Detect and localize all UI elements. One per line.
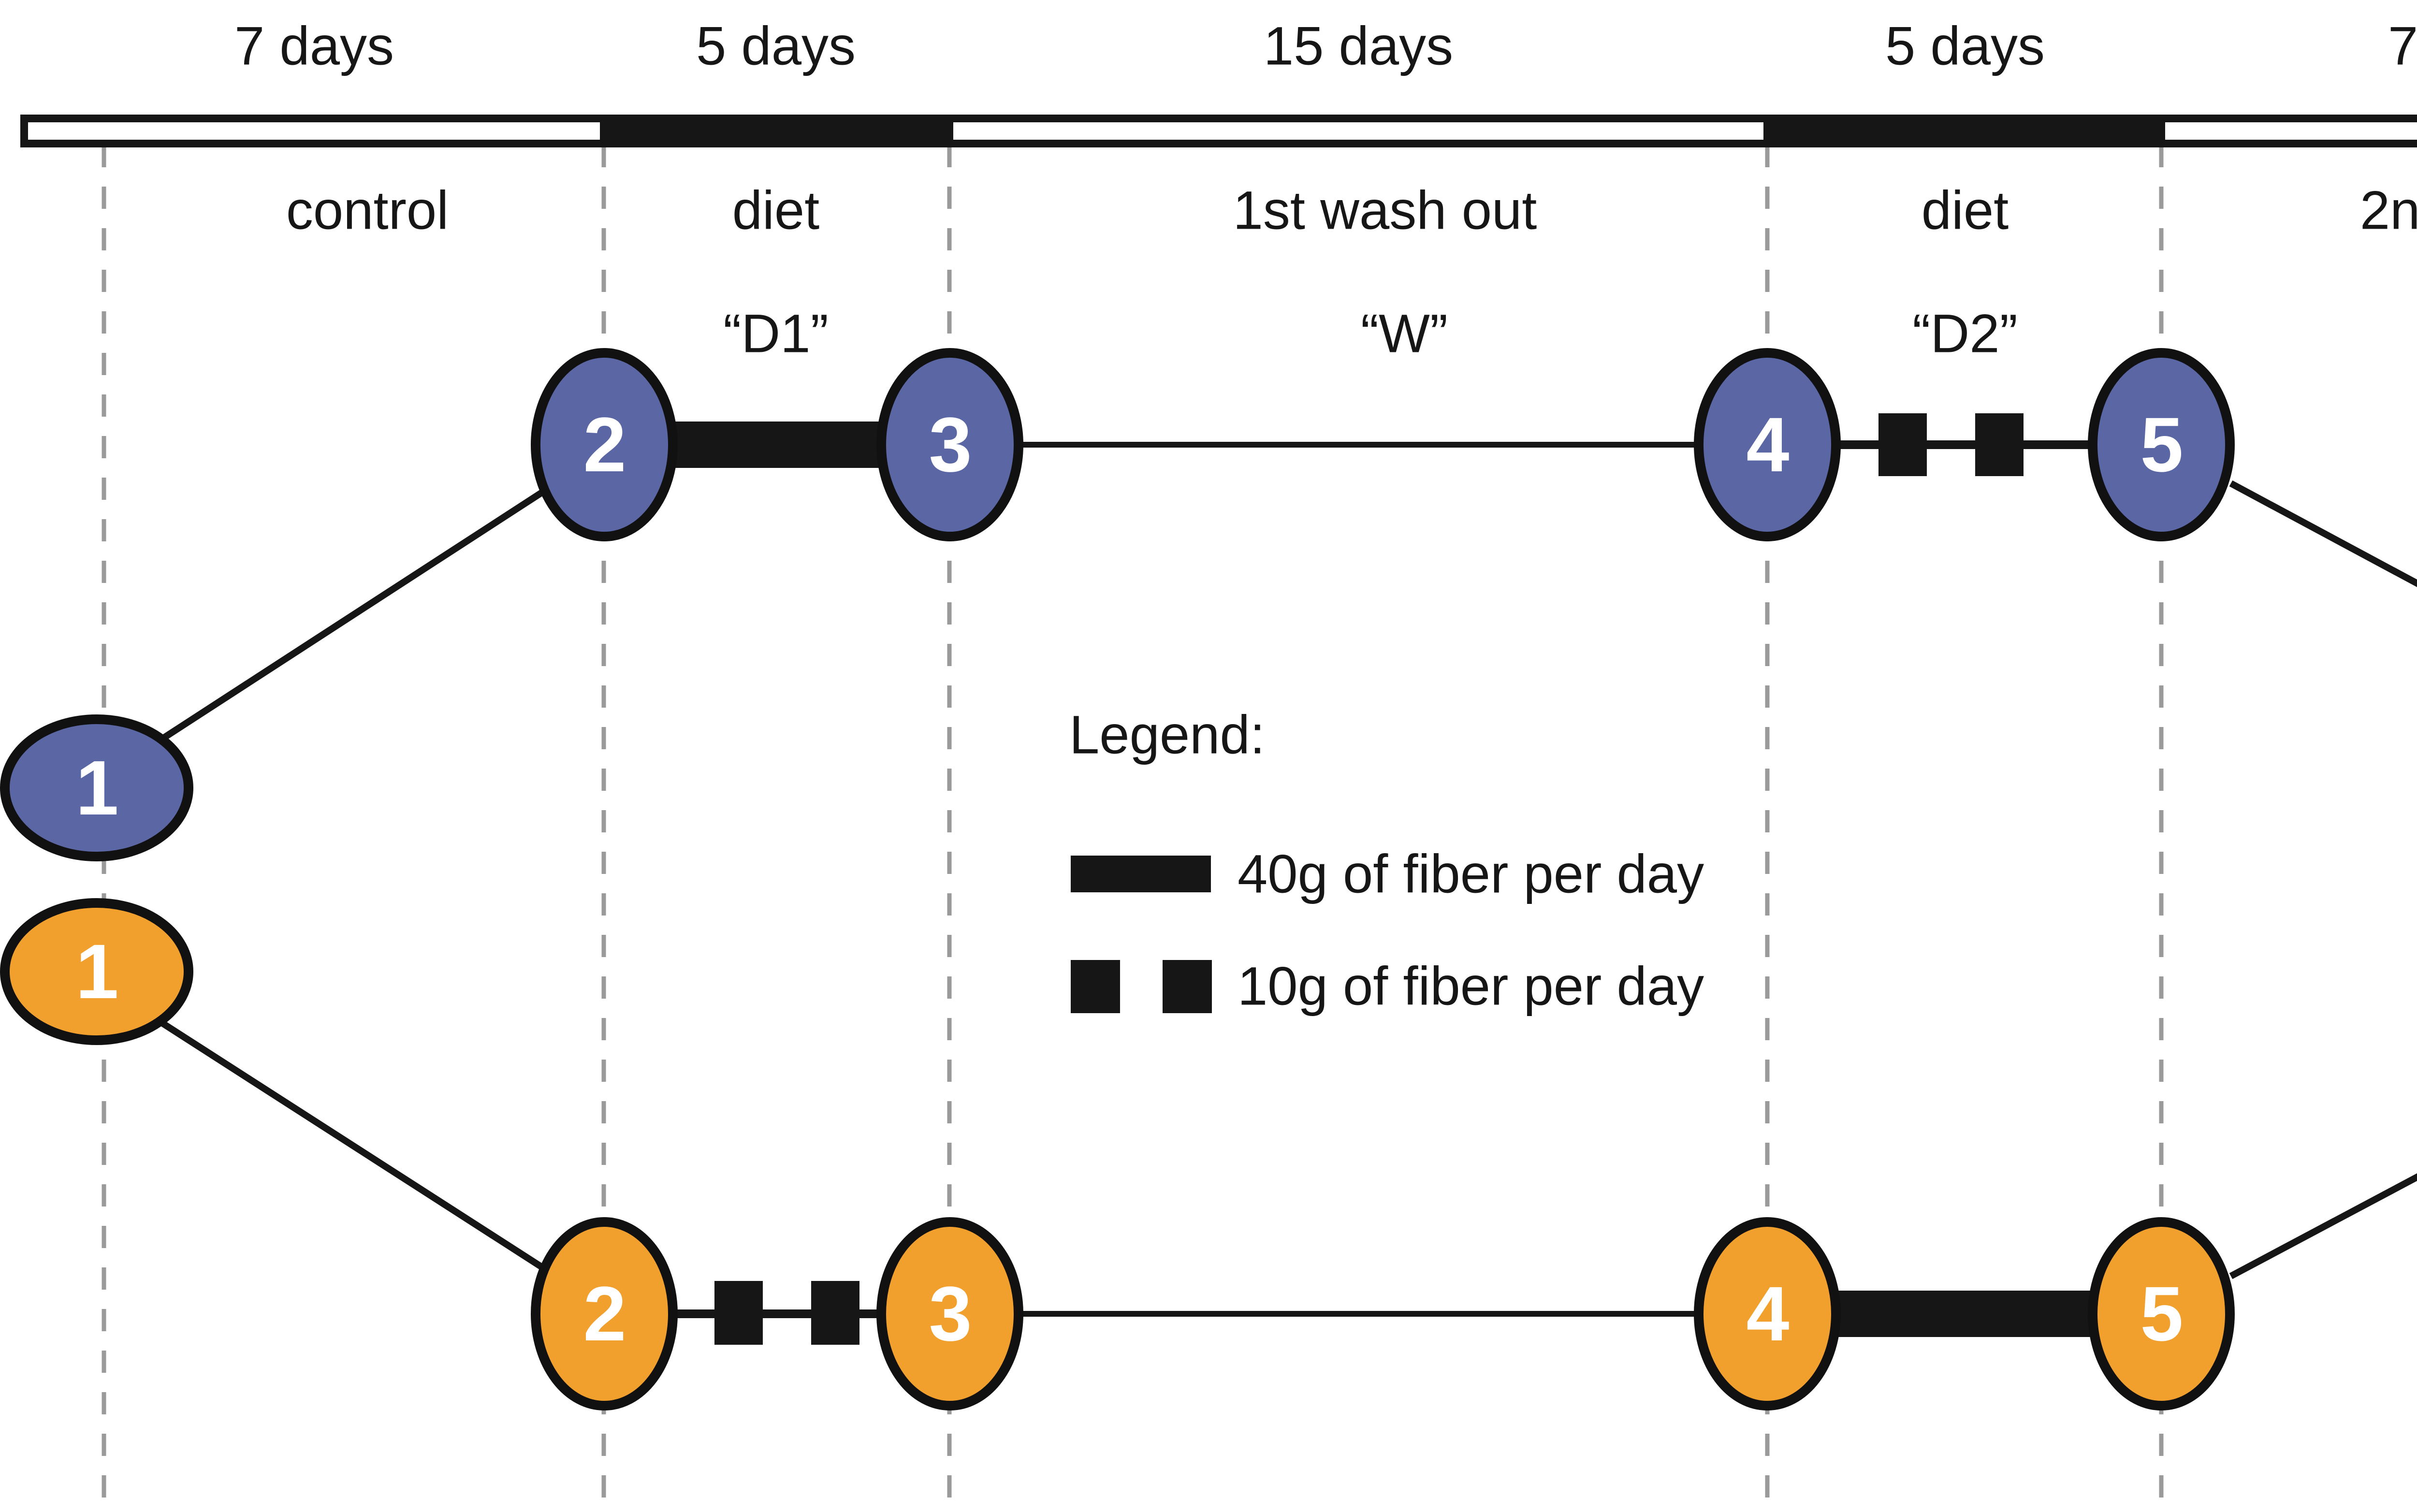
legend-solid-bar-icon <box>1071 856 1211 892</box>
legend-markers <box>1071 856 1212 1013</box>
phase-label-diet-1: diet <box>732 180 820 241</box>
node-a-1[interactable] <box>0 714 193 861</box>
duration-label-4: 7 days <box>2388 15 2417 76</box>
node-b-2[interactable] <box>531 1217 678 1410</box>
node-b-3-label: 3 <box>929 1270 972 1357</box>
legend-title: Legend: <box>1069 704 1265 765</box>
node-b-3[interactable] <box>876 1217 1023 1410</box>
duration-label-0: 7 days <box>234 15 394 76</box>
node-b-4-label: 4 <box>1746 1270 1790 1357</box>
node-a-2[interactable] <box>531 348 678 541</box>
phase-label-control: control <box>286 180 449 241</box>
node-b-5[interactable] <box>2088 1217 2235 1410</box>
node-a-5[interactable] <box>2088 348 2235 541</box>
node-b-5-label: 5 <box>2140 1270 2184 1357</box>
edge-b-1-2 <box>148 1012 558 1279</box>
legend-label-40g: 40g of fiber per day <box>1238 843 1704 904</box>
legend-dashed-bar-icon-2 <box>1163 960 1212 1013</box>
node-b-2-label: 2 <box>583 1270 626 1357</box>
group-b-connectors <box>148 1012 2417 1345</box>
node-a-4[interactable] <box>1694 348 1841 541</box>
node-a-2-label: 2 <box>583 401 626 488</box>
node-a-1-label: 1 <box>75 744 119 831</box>
node-a-4-label: 4 <box>1746 401 1790 488</box>
edge-b-4-5-thick-bar <box>1837 1291 2093 1337</box>
legend-dashed-bar-icon-1 <box>1071 960 1120 1013</box>
legend-label-10g: 10g of fiber per day <box>1238 956 1704 1017</box>
phase-label-washout-1: 1st wash out <box>1233 180 1537 241</box>
node-a-5-label: 5 <box>2140 401 2184 488</box>
phase-label-washout-2: 2nd wash out <box>2359 180 2417 241</box>
group-a-connectors <box>148 413 2417 750</box>
code-label-w: “W” <box>1360 303 1448 364</box>
group-a-nodes <box>0 348 2235 861</box>
duration-label-1: 5 days <box>696 15 856 76</box>
edge-a-4-5-dash-2 <box>1975 413 2024 476</box>
node-a-3[interactable] <box>876 348 1023 541</box>
edge-b-2-3-dash-1 <box>714 1281 763 1345</box>
timeline-seg-washout2 <box>2157 115 2417 147</box>
timeline-seg-washout1 <box>946 115 1771 147</box>
timeline-bar <box>20 115 2417 147</box>
code-label-d1: “D1” <box>723 303 829 364</box>
code-label-d2: “D2” <box>1912 303 2018 364</box>
duration-label-2: 15 days <box>1263 15 1454 76</box>
node-a-3-label: 3 <box>929 401 972 488</box>
node-b-1-label: 1 <box>75 928 119 1015</box>
edge-a-2-3-thick-bar <box>671 422 884 468</box>
timeline-seg-control <box>20 115 608 147</box>
node-b-1[interactable] <box>0 898 193 1045</box>
edge-b-5-6 <box>2229 1173 2417 1279</box>
phase-label-diet-2: diet <box>1921 180 2009 241</box>
group-b-nodes <box>0 898 2235 1410</box>
node-b-4[interactable] <box>1694 1217 1841 1410</box>
edge-b-2-3-dash-2 <box>811 1281 859 1345</box>
edge-a-5-6 <box>2229 480 2417 587</box>
timeline-seg-diet2 <box>1763 115 2165 147</box>
duration-label-3: 5 days <box>1885 15 2045 76</box>
edge-a-4-5-dash-1 <box>1878 413 1927 476</box>
edge-a-1-2 <box>148 480 558 750</box>
timeline-seg-diet1 <box>600 115 953 147</box>
